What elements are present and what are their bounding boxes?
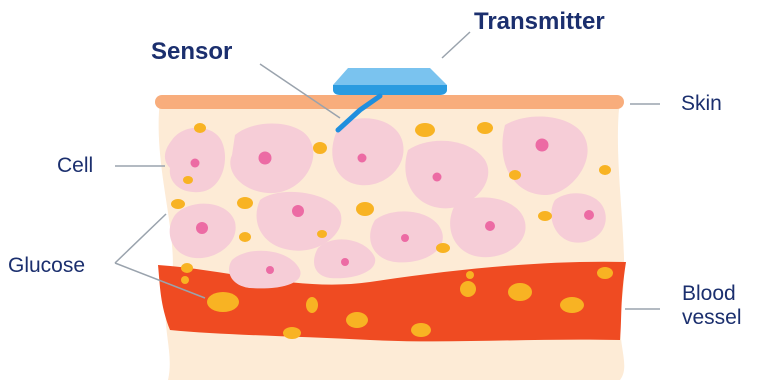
glucose-molecule — [306, 297, 318, 313]
cell-nucleus — [401, 234, 409, 242]
cell-nucleus — [196, 222, 208, 234]
glucose-label: Glucose — [8, 254, 85, 278]
blood-vessel-label-line1: Blood — [682, 282, 742, 306]
sensor-label: Sensor — [151, 38, 232, 66]
transmitter-label: Transmitter — [474, 8, 605, 36]
glucose-molecule — [181, 263, 193, 273]
cell-nucleus — [292, 205, 304, 217]
cell-nucleus — [341, 258, 349, 266]
cell-label: Cell — [57, 154, 93, 178]
glucose-molecule — [509, 170, 521, 180]
blood-vessel-label-line2: vessel — [682, 306, 742, 330]
glucose-molecule — [508, 283, 532, 301]
cell-nucleus — [259, 152, 272, 165]
glucose-molecule — [599, 165, 611, 175]
glucose-molecule — [181, 276, 189, 284]
glucose-molecule — [477, 122, 493, 134]
cell-nucleus — [266, 266, 274, 274]
skin-label: Skin — [681, 92, 722, 116]
glucose-molecule — [171, 199, 185, 209]
glucose-molecule — [317, 230, 327, 238]
blood-vessel-label: Blood vessel — [682, 282, 742, 330]
glucose-molecule — [460, 281, 476, 297]
glucose-molecule — [415, 123, 435, 137]
glucose-leader-line-top — [115, 214, 166, 263]
cell-nucleus — [358, 154, 367, 163]
glucose-molecule — [207, 292, 239, 312]
glucose-molecule — [597, 267, 613, 279]
glucose-molecule — [237, 197, 253, 209]
glucose-molecule — [183, 176, 193, 184]
cell-nucleus — [485, 221, 495, 231]
glucose-molecule — [356, 202, 374, 216]
glucose-molecule — [436, 243, 450, 253]
transmitter-device — [333, 68, 447, 95]
glucose-molecule — [560, 297, 584, 313]
glucose-molecule — [411, 323, 431, 337]
glucose-molecule — [346, 312, 368, 328]
glucose-molecule — [313, 142, 327, 154]
cell-nucleus — [191, 159, 200, 168]
cell-nucleus — [584, 210, 594, 220]
cell-nucleus — [536, 139, 549, 152]
glucose-molecule — [239, 232, 251, 242]
skin-layer — [155, 95, 624, 109]
glucose-molecule — [538, 211, 552, 221]
transmitter-leader-line — [442, 32, 470, 58]
glucose-molecule — [283, 327, 301, 339]
glucose-molecule — [194, 123, 206, 133]
cell-nucleus — [433, 173, 442, 182]
glucose-molecule — [466, 271, 474, 279]
